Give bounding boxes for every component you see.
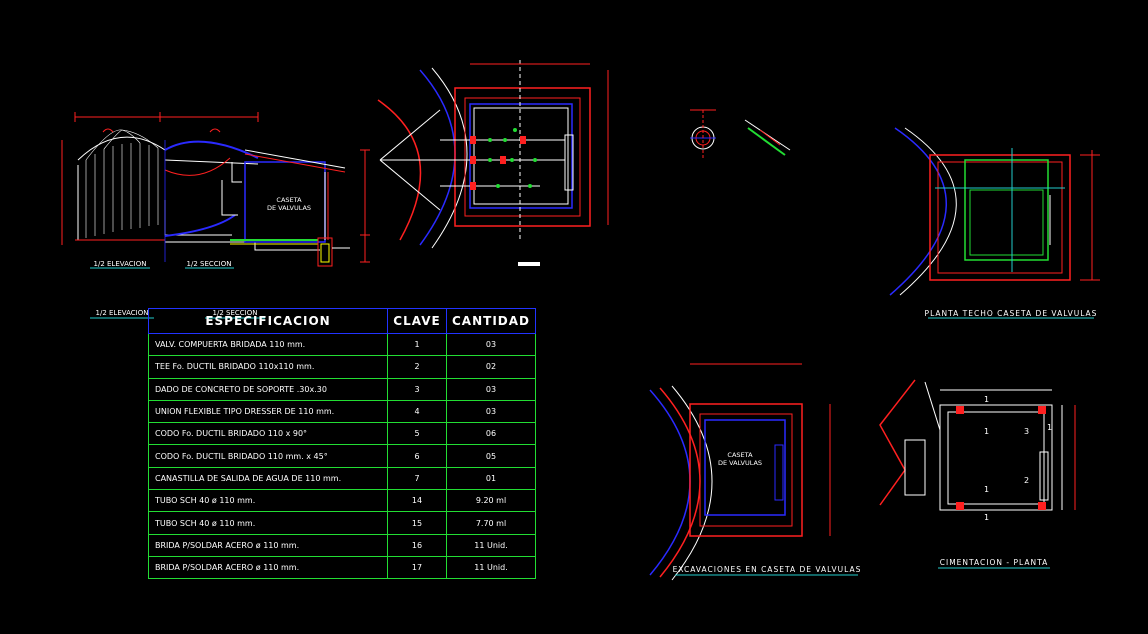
foundation-title: CIMENTACION - PLANTA [940, 558, 1048, 567]
row-especificacion: CODO Fo. DUCTIL BRIDADO 110 x 90° [148, 422, 388, 446]
row-cantidad: 03 [446, 377, 536, 401]
sec-half-label: 1/2 SECCION [187, 260, 232, 268]
cim-num-7: 1 [1047, 423, 1052, 432]
row-clave: 4 [387, 399, 447, 424]
roof-plan [889, 127, 1100, 319]
row-clave: 14 [387, 489, 447, 513]
roof-plan-title: PLANTA TECHO CASETA DE VALVULAS [925, 309, 1098, 318]
cim-num-4: 1 [984, 485, 989, 494]
row-cantidad: 03 [446, 332, 536, 357]
excav-caseta-line1: CASETA [727, 451, 753, 459]
pipe-details [690, 109, 791, 160]
row-especificacion: BRIDA P/SOLDAR ACERO ø 110 mm. [148, 533, 388, 557]
foundation-plan [879, 379, 1076, 569]
row-clave: 15 [387, 511, 447, 535]
row-especificacion: TUBO SCH 40 ø 110 mm. [148, 511, 388, 535]
elevation-section-drawing [61, 112, 370, 269]
excav-caseta-line2: DE VALVULAS [718, 459, 762, 467]
cim-num-2: 1 [984, 427, 989, 436]
header-cantidad: CANTIDAD [446, 308, 536, 334]
row-clave: 16 [387, 533, 447, 557]
row-cantidad: 7.70 ml [446, 511, 536, 535]
row-clave: 2 [387, 355, 447, 379]
header-clave: CLAVE [387, 308, 447, 334]
row-especificacion: CANASTILLA DE SALIDA DE AGUA DE 110 mm. [148, 466, 388, 491]
table-row: CANASTILLA DE SALIDA DE AGUA DE 110 mm.7… [148, 466, 536, 491]
elev-half-label: 1/2 ELEVACION [94, 260, 147, 268]
row-especificacion: VALV. COMPUERTA BRIDADA 110 mm. [148, 332, 388, 357]
cim-num-6: 1 [984, 513, 989, 522]
caseta-label-line2: DE VALVULAS [267, 204, 311, 212]
row-cantidad: 03 [446, 399, 536, 424]
table-caption-elev: 1/2 ELEVACION [96, 309, 149, 317]
excavation-plan [649, 363, 858, 581]
row-clave: 1 [387, 332, 447, 357]
row-cantidad: 05 [446, 444, 536, 468]
row-cantidad: 11 Unid. [446, 555, 536, 580]
row-cantidad: 01 [446, 466, 536, 491]
foundation-numbers: 1 1 3 1 2 1 1 [984, 395, 1052, 522]
cim-num-1: 1 [984, 395, 989, 404]
header-especificacion: ESPECIFICACION [148, 308, 388, 334]
row-especificacion: DADO DE CONCRETO DE SOPORTE .30x.30 [148, 377, 388, 401]
row-especificacion: TUBO SCH 40 ø 110 mm. [148, 489, 388, 513]
table-header-row: ESPECIFICACION CLAVE CANTIDAD [148, 308, 536, 334]
row-especificacion: BRIDA P/SOLDAR ACERO ø 110 mm. [148, 555, 388, 580]
row-especificacion: UNION FLEXIBLE TIPO DRESSER DE 110 mm. [148, 399, 388, 424]
caseta-label-line1: CASETA [276, 196, 302, 204]
row-clave: 5 [387, 422, 447, 446]
row-clave: 7 [387, 466, 447, 491]
row-clave: 3 [387, 377, 447, 401]
cim-num-3: 3 [1024, 427, 1029, 436]
row-cantidad: 06 [446, 422, 536, 446]
specification-table: ESPECIFICACION CLAVE CANTIDAD VALV. COMP… [148, 308, 536, 580]
excavation-title: EXCAVACIONES EN CASETA DE VALVULAS [673, 565, 862, 574]
cim-num-5: 2 [1024, 476, 1029, 485]
row-cantidad: 9.20 ml [446, 489, 536, 513]
row-cantidad: 02 [446, 355, 536, 379]
valve-house-plan [377, 60, 609, 266]
row-especificacion: TEE Fo. DUCTIL BRIDADO 110x110 mm. [148, 355, 388, 379]
row-clave: 17 [387, 555, 447, 580]
row-clave: 6 [387, 444, 447, 468]
row-especificacion: CODO Fo. DUCTIL BRIDADO 110 mm. x 45° [148, 444, 388, 468]
row-cantidad: 11 Unid. [446, 533, 536, 557]
